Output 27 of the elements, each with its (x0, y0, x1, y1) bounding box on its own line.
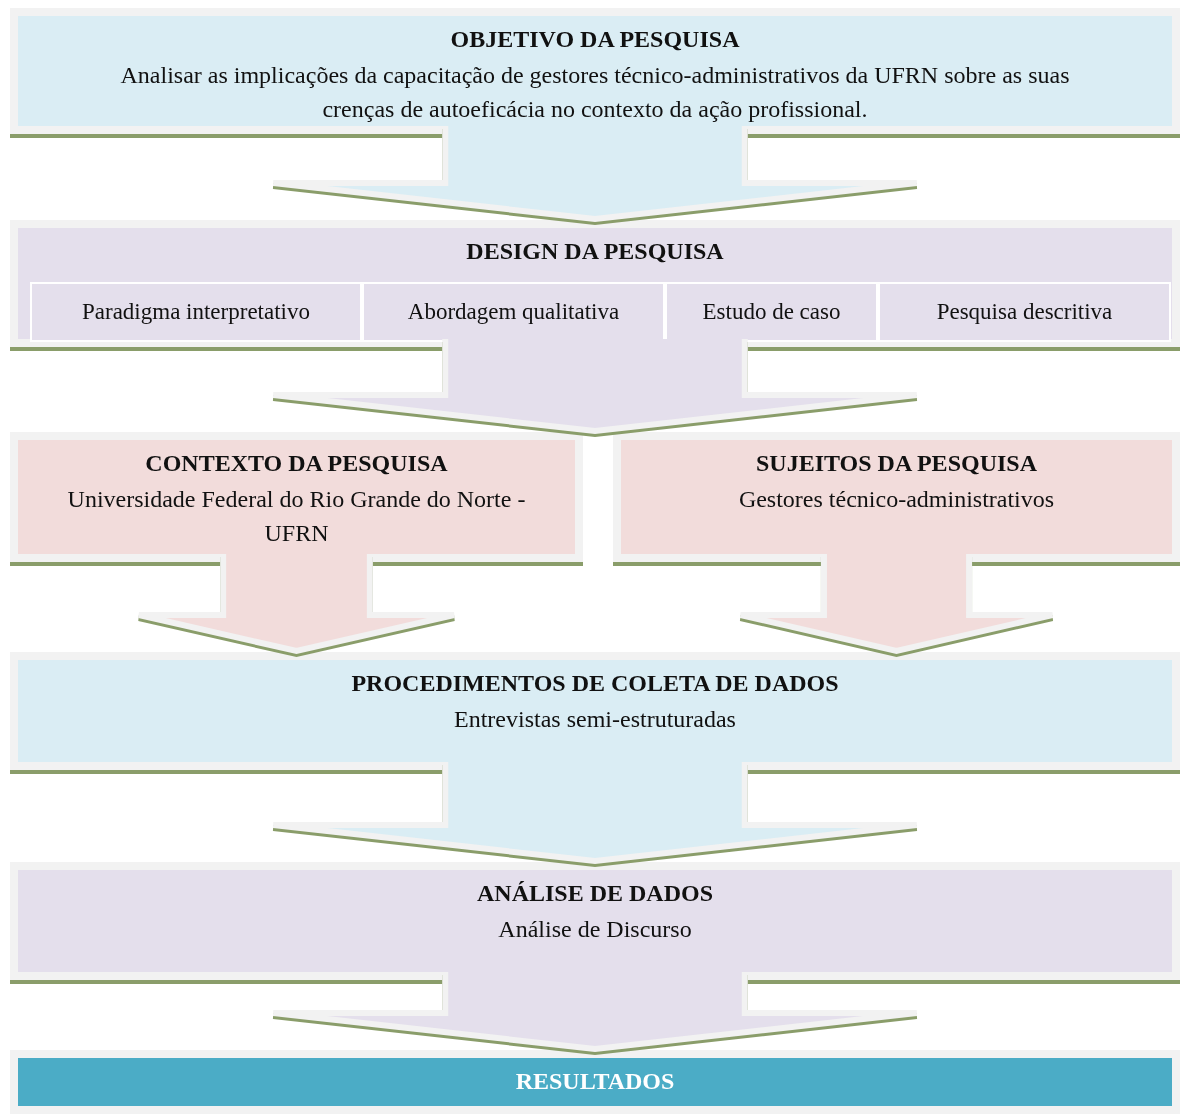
heading: PROCEDIMENTOS DE COLETA DE DADOS (351, 669, 839, 698)
body-text: Análise de Discurso (498, 915, 692, 945)
block-arrow (270, 759, 920, 864)
table-cell (878, 282, 1171, 342)
block-arrow (270, 123, 920, 222)
table-cell (362, 282, 665, 342)
body-text: Universidade Federal do Rio Grande do Norte - UFRN (66, 485, 527, 548)
body-text: Entrevistas semi-estruturadas (454, 705, 736, 735)
table-cell (30, 282, 362, 342)
heading: DESIGN DA PESQUISA (466, 237, 724, 266)
heading: CONTEXTO DA PESQUISA (145, 449, 448, 478)
heading: ANÁLISE DE DADOS (476, 879, 714, 908)
block-arrow (270, 336, 920, 434)
block-arrow (737, 551, 1056, 655)
body-text: Gestores técnico-administrativos (738, 485, 1055, 515)
body-text: Estudo de caso (702, 298, 841, 327)
table-cell (665, 282, 878, 342)
heading: OBJETIVO DA PESQUISA (450, 25, 740, 54)
result-box (10, 1050, 1180, 1114)
heading: RESULTADOS (515, 1067, 675, 1097)
block-arrow (270, 969, 920, 1052)
body-text: Analisar as implicações da capacitação de gestores técnico-administrativos da UFRN sobre as suas crenças de autoeficácia no contexto da ação profissional. (119, 61, 1071, 124)
body-text: Abordagem qualitativa (407, 298, 620, 327)
body-text: Paradigma interpretativo (82, 298, 310, 327)
block-arrow (135, 551, 458, 655)
heading: SUJEITOS DA PESQUISA (756, 449, 1037, 478)
body-text: Pesquisa descritiva (936, 298, 1113, 327)
